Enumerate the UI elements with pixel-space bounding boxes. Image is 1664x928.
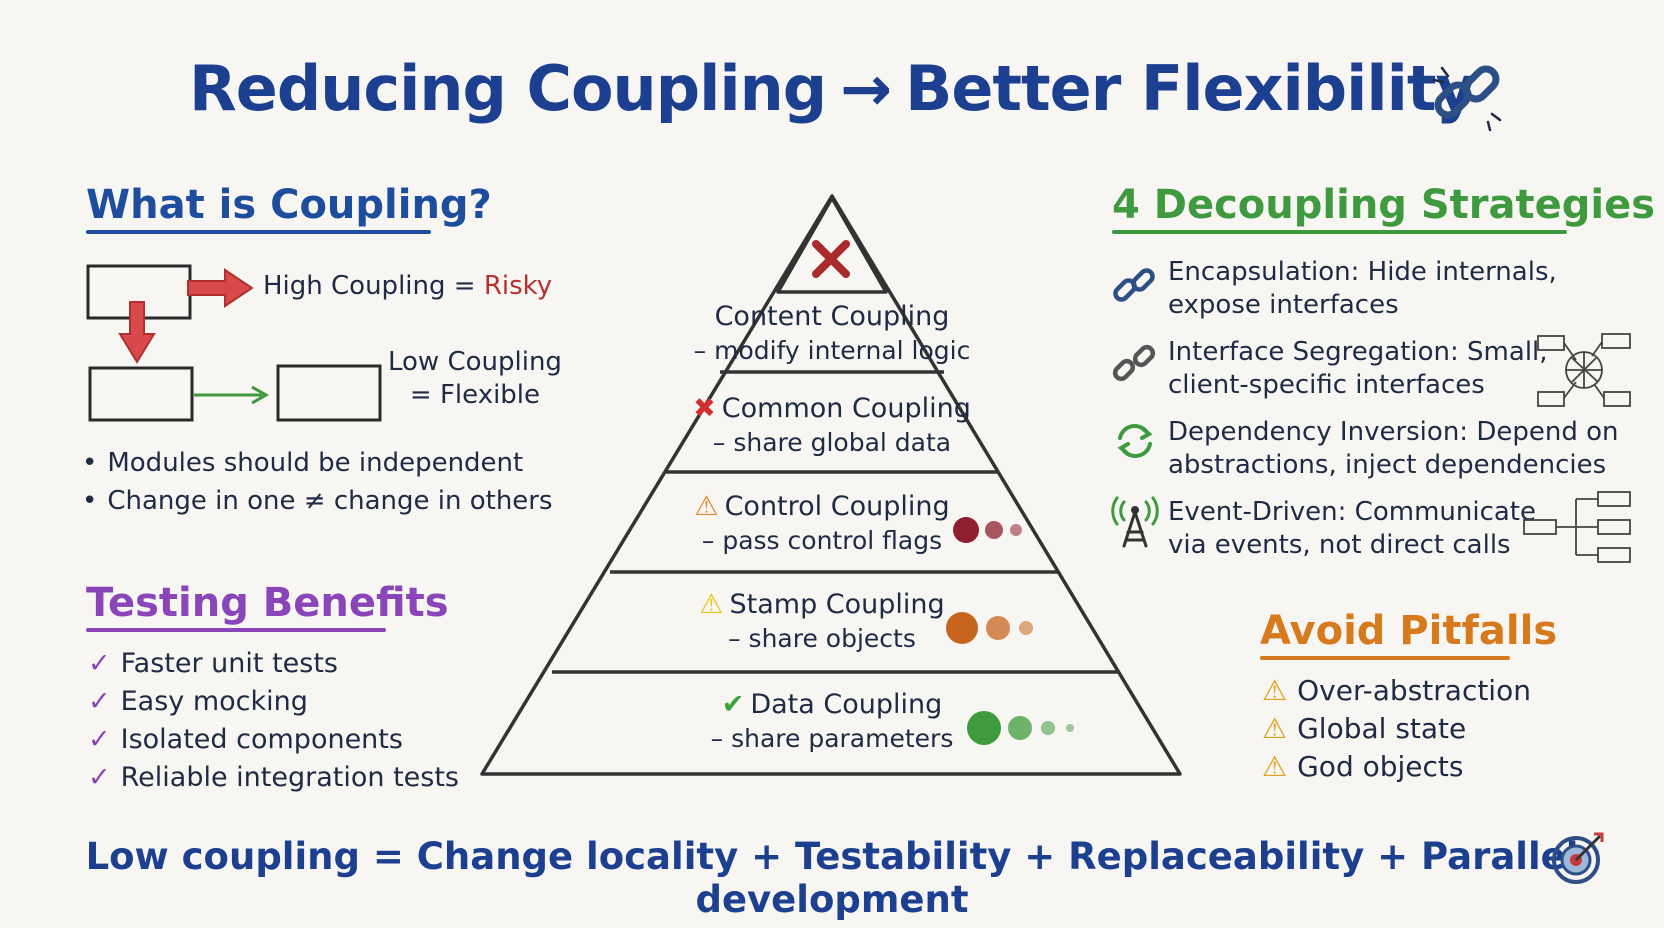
warning-icon: ⚠ <box>1262 750 1288 783</box>
coupling-diagram <box>86 264 382 422</box>
avoid-pitfalls-heading: Avoid Pitfalls <box>1260 608 1558 654</box>
list-item: ✓Isolated components <box>88 724 403 755</box>
high-coupling-arrow-right <box>187 268 254 308</box>
target-icon <box>1552 832 1604 884</box>
interface-network-diagram <box>1537 333 1631 407</box>
severity-dots-data <box>967 711 1074 745</box>
title-left: Reducing Coupling <box>189 52 827 125</box>
warning-icon: ⚠ <box>1262 712 1288 745</box>
check-icon: ✓ <box>88 686 111 717</box>
list-item: ⚠God objects <box>1262 750 1464 783</box>
orange-warning-icon: ⚠ <box>694 491 719 522</box>
broken-link-icon <box>1112 344 1156 382</box>
low-coupling-label: Low Coupling = Flexible <box>388 347 562 410</box>
high-coupling-arrow-down <box>118 301 156 364</box>
decoupling-strategies-heading: 4 Decoupling Strategies <box>1112 182 1656 228</box>
pyramid-level-data: ✔Data Coupling – share parameters <box>710 689 954 753</box>
strategy-encapsulation: Encapsulation: Hide internals, expose in… <box>1168 257 1557 320</box>
what-is-coupling-heading: What is Coupling? <box>86 182 492 228</box>
title-right: Better Flexibility <box>905 52 1476 125</box>
what-is-coupling-section: What is Coupling? <box>86 182 492 234</box>
footer-summary: Low coupling = Change locality + Testabi… <box>85 835 1579 921</box>
decoupling-strategies-section: 4 Decoupling Strategies <box>1112 182 1655 234</box>
chain-link-icon <box>1113 268 1155 302</box>
severity-dots-control <box>953 517 1022 543</box>
list-item: Modules should be independent <box>82 444 553 482</box>
risky-label: Risky <box>483 271 553 301</box>
testing-benefits-list: ✓Faster unit tests ✓Easy mocking ✓Isolat… <box>88 645 459 797</box>
strategy-interface-segregation: Interface Segregation: Small, client-spe… <box>1168 337 1548 400</box>
heading-underline <box>1260 656 1510 660</box>
module-box-bottom-right <box>276 364 382 422</box>
red-x-mark-icon: ✖ <box>693 393 716 424</box>
list-item: ⚠Global state <box>1262 712 1467 745</box>
broadcast-tower-icon <box>1111 496 1159 548</box>
event-tree-diagram <box>1523 491 1631 563</box>
list-item: Change in one ≠ change in others <box>82 482 552 520</box>
list-item: ✓Easy mocking <box>88 686 308 717</box>
strategy-event-driven: Event-Driven: Communicate via events, no… <box>1168 497 1536 560</box>
coupling-bullets: Modules should be independent Change in … <box>82 444 553 520</box>
pyramid-level-control: ⚠Control Coupling – pass control flags <box>694 491 950 555</box>
severity-dots-stamp <box>946 612 1033 644</box>
yellow-warning-icon: ⚠ <box>699 589 724 620</box>
list-item: ⚠Over-abstraction <box>1262 674 1531 707</box>
chain-link-icon <box>1432 65 1502 132</box>
list-item: ✓Faster unit tests <box>88 648 338 679</box>
heading-underline <box>1112 230 1567 234</box>
pyramid-level-common: ✖Common Coupling – share global data <box>693 393 971 457</box>
pyramid-level-content: Content Coupling – modify internal logic <box>693 301 971 365</box>
list-item: ✓Reliable integration tests <box>88 762 459 793</box>
title-arrow: → <box>840 52 892 125</box>
testing-benefits-section: Testing Benefits <box>86 580 449 632</box>
heading-underline <box>86 230 431 234</box>
pyramid-top-triangle <box>776 196 888 294</box>
pyramid-level-stamp: ⚠Stamp Coupling – share objects <box>699 589 945 653</box>
cycle-arrows-icon <box>1117 423 1153 459</box>
pitfalls-list: ⚠Over-abstraction ⚠Global state ⚠God obj… <box>1262 672 1531 786</box>
high-coupling-label: High Coupling = Risky <box>263 271 553 301</box>
check-icon: ✓ <box>88 762 111 793</box>
page-title: Reducing Coupling→Better Flexibility <box>0 52 1664 125</box>
warning-icon: ⚠ <box>1262 674 1288 707</box>
green-check-icon: ✔ <box>721 689 745 720</box>
heading-underline <box>86 628 386 632</box>
module-box-bottom-left <box>88 366 194 422</box>
testing-benefits-heading: Testing Benefits <box>86 580 449 626</box>
check-icon: ✓ <box>88 648 111 679</box>
strategy-dependency-inversion: Dependency Inversion: Depend on abstract… <box>1168 417 1619 480</box>
pyramid-outline <box>480 194 1182 776</box>
red-x-icon <box>812 240 850 278</box>
avoid-pitfalls-section: Avoid Pitfalls <box>1260 608 1557 660</box>
check-icon: ✓ <box>88 724 111 755</box>
